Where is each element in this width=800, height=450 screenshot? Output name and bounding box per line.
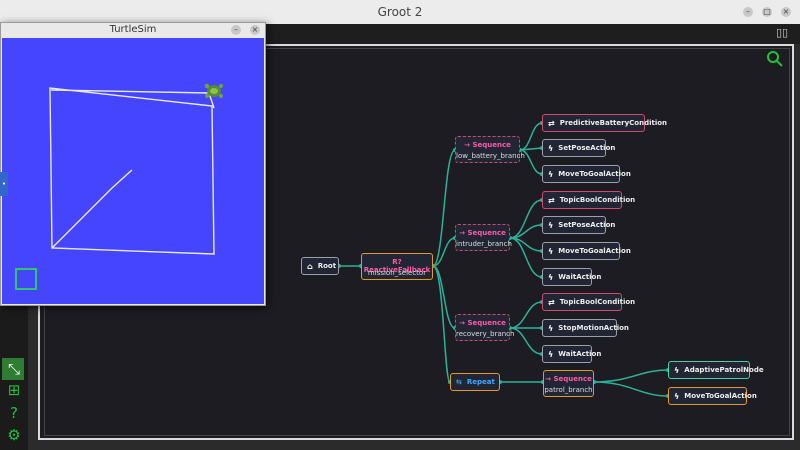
settings-gear-icon[interactable]: ⚙ bbox=[7, 426, 21, 444]
turtlesim-marker-square bbox=[15, 268, 37, 290]
sequence-type: Sequence bbox=[553, 375, 592, 383]
condition-icon: ⇄ bbox=[548, 118, 555, 128]
leaf-label: TopicBoolCondition bbox=[559, 298, 636, 306]
leaf-label: SetPoseAction bbox=[558, 144, 616, 152]
lightning-icon: ϟ bbox=[548, 143, 554, 153]
minimize-button[interactable]: – bbox=[743, 7, 753, 17]
fallback-type: R? ReactiveFallback bbox=[363, 258, 431, 274]
leaf-label: StopMotionAction bbox=[558, 324, 629, 332]
leaf-node[interactable]: ⇄ PredictiveBatteryCondition bbox=[542, 114, 667, 132]
leaf-label: MoveToGoalAction bbox=[684, 392, 757, 400]
help-icon[interactable]: ? bbox=[10, 404, 18, 422]
sequence-name: recovery_branch bbox=[456, 330, 515, 338]
sequence-type: Sequence bbox=[467, 229, 506, 237]
leaf-node[interactable]: ϟ WaitAction bbox=[542, 345, 601, 363]
lightning-icon: ϟ bbox=[548, 220, 554, 230]
sequence-type: Sequence bbox=[472, 141, 511, 149]
lightning-icon: ϟ bbox=[548, 323, 554, 333]
fallback-node[interactable]: R? ReactiveFallback mission_selector bbox=[361, 253, 433, 280]
lightning-icon: ϟ bbox=[548, 272, 554, 282]
arrow-right-icon: → bbox=[464, 141, 470, 149]
repeat-label: Repeat bbox=[466, 378, 495, 386]
leaf-label: PredictiveBatteryCondition bbox=[559, 119, 668, 127]
leaf-node[interactable]: ϟ SetPoseAction bbox=[542, 139, 615, 157]
arrow-right-icon: → bbox=[459, 229, 465, 237]
leaf-node[interactable]: ϟ StopMotionAction bbox=[542, 319, 629, 337]
condition-icon: ⇄ bbox=[548, 297, 555, 307]
arrow-right-icon: → bbox=[459, 319, 465, 327]
collapse-arrows-icon[interactable]: ⤡ bbox=[7, 360, 20, 378]
turtlesim-minimize-button[interactable]: – bbox=[231, 25, 241, 35]
leaf-node[interactable]: ϟ MoveToGoalAction bbox=[668, 387, 757, 405]
sequence-node-intruder[interactable]: → Sequence intruder_branch bbox=[455, 224, 512, 251]
lightning-icon: ϟ bbox=[674, 365, 680, 375]
turtle-trail bbox=[49, 87, 215, 255]
fallback-icon: R? bbox=[392, 258, 402, 266]
maximize-button[interactable]: □ bbox=[762, 7, 772, 17]
leaf-node[interactable]: ⇄ TopicBoolCondition bbox=[542, 293, 635, 311]
leaf-label: MoveToGoalAction bbox=[558, 247, 631, 255]
root-label: Root bbox=[317, 262, 337, 270]
sequence-node-patrol[interactable]: → Sequence patrol_branch bbox=[543, 370, 594, 397]
leaf-label: SetPoseAction bbox=[558, 221, 616, 229]
repeat-icon: ⇆ bbox=[456, 378, 462, 386]
lightning-icon: ϟ bbox=[548, 349, 554, 359]
leaf-label: WaitAction bbox=[558, 273, 602, 281]
turtle-icon bbox=[204, 83, 223, 98]
sidebar-active-item[interactable] bbox=[2, 358, 24, 380]
sequence-name: patrol_branch bbox=[544, 386, 593, 394]
leaf-node[interactable]: ϟ MoveToGoalAction bbox=[542, 165, 631, 183]
sequence-type: Sequence bbox=[467, 319, 506, 327]
tree-editor-icon[interactable]: ⊞ bbox=[7, 381, 21, 399]
leaf-label: MoveToGoalAction bbox=[558, 170, 631, 178]
leaf-node[interactable]: ϟ WaitAction bbox=[542, 268, 601, 286]
tree-icon: ⌂ bbox=[307, 261, 313, 271]
leaf-node[interactable]: ϟ MoveToGoalAction bbox=[542, 242, 631, 260]
condition-icon: ⇄ bbox=[548, 195, 555, 205]
lightning-icon: ϟ bbox=[674, 391, 680, 401]
leaf-node[interactable]: ⇄ TopicBoolCondition bbox=[542, 191, 635, 209]
root-node[interactable]: ⌂ Root bbox=[301, 257, 339, 275]
turtlesim-canvas bbox=[2, 38, 264, 304]
leaf-label: TopicBoolCondition bbox=[559, 196, 636, 204]
sequence-node-low-battery[interactable]: → Sequence low_battery_branch bbox=[455, 136, 525, 163]
sequence-node-recovery[interactable]: → Sequence recovery_branch bbox=[455, 314, 515, 341]
window-title: Groot 2 bbox=[377, 5, 423, 19]
sequence-name: intruder_branch bbox=[456, 240, 512, 248]
sequence-name: low_battery_branch bbox=[456, 152, 525, 160]
leaf-node[interactable]: ϟ SetPoseAction bbox=[542, 216, 615, 234]
lightning-icon: ϟ bbox=[548, 169, 554, 179]
side-panel-toggle[interactable]: • bbox=[0, 172, 8, 196]
turtlesim-close-button[interactable]: × bbox=[250, 25, 260, 35]
turtlesim-title: TurtleSim bbox=[109, 24, 157, 35]
close-button[interactable]: × bbox=[781, 7, 791, 17]
split-view-icon[interactable]: ▯▯ bbox=[776, 26, 789, 39]
arrow-right-icon: → bbox=[545, 375, 551, 383]
lightning-icon: ϟ bbox=[548, 246, 554, 256]
leaf-label: AdaptivePatrolNode bbox=[684, 366, 764, 374]
repeat-node[interactable]: ⇆ Repeat bbox=[450, 373, 500, 391]
leaf-node[interactable]: ϟ AdaptivePatrolNode bbox=[668, 361, 764, 379]
leaf-label: WaitAction bbox=[558, 350, 602, 358]
search-icon[interactable] bbox=[766, 50, 784, 68]
fallback-name: mission_selector bbox=[367, 269, 427, 277]
